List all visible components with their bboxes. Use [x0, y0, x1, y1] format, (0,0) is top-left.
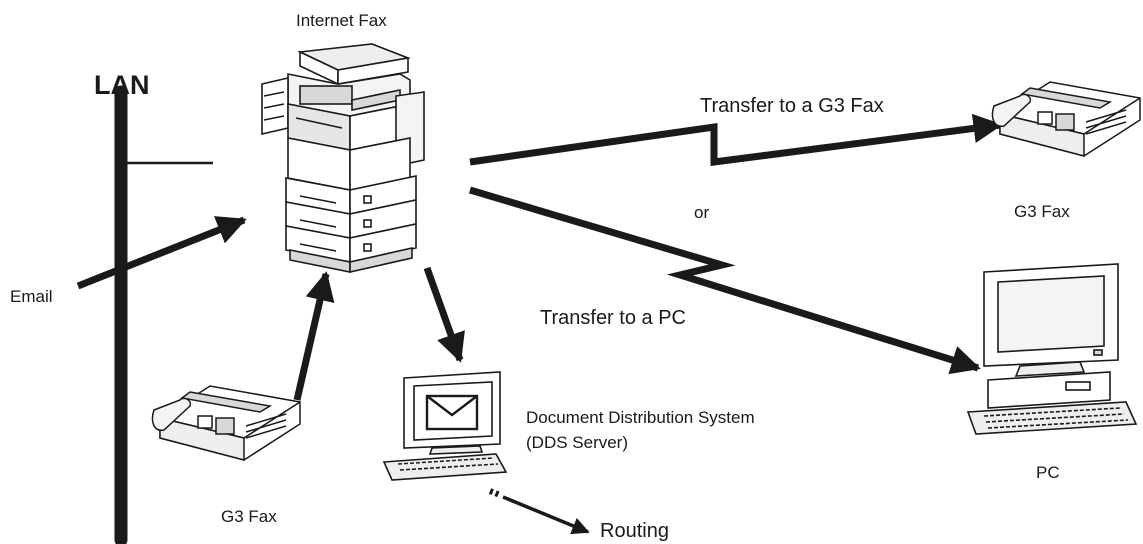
- email-arrow: [76, 216, 247, 290]
- email-label: Email: [10, 287, 53, 306]
- g3-fax-sender-label: G3 Fax: [221, 507, 277, 526]
- desktop-computer-icon: [966, 263, 1138, 435]
- transfer-pc-arrow: [469, 186, 981, 375]
- transfer-g3-arrow: [469, 113, 1003, 166]
- multifunction-printer-icon: [261, 43, 425, 274]
- transfer-pc-label: Transfer to a PC: [540, 307, 686, 329]
- fax-machine-icon: [991, 81, 1141, 157]
- routing-arrow: [502, 495, 590, 535]
- lan-label: LAN: [94, 70, 150, 100]
- g3-fax-receiver-label: G3 Fax: [1014, 202, 1070, 221]
- or-label: or: [694, 203, 710, 222]
- computer-with-envelope-icon: [382, 371, 508, 481]
- g3-sender-arrow: [293, 271, 335, 401]
- dds-label-line1: Document Distribution System: [526, 408, 755, 427]
- dds-label-line2: (DDS Server): [526, 433, 629, 452]
- pc-label: PC: [1036, 463, 1060, 482]
- dds-arrow: [423, 266, 465, 363]
- transfer-g3-label: Transfer to a G3 Fax: [700, 95, 884, 117]
- routing-label: Routing: [600, 520, 669, 542]
- fax-machine-icon: [151, 385, 301, 461]
- internet-fax-label: Internet Fax: [296, 11, 387, 30]
- routing-arrow-dash: [488, 488, 502, 498]
